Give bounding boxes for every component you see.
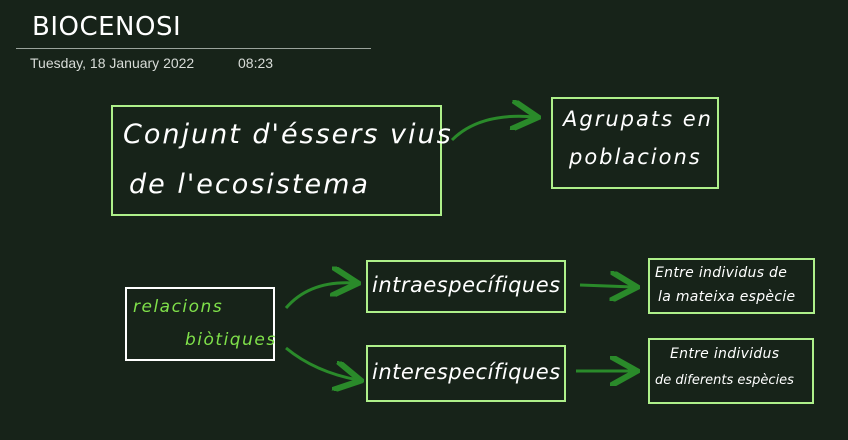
arrow-main-to-groups xyxy=(450,116,535,142)
page-date: Tuesday, 18 January 2022 xyxy=(30,55,195,71)
intraspecific-box: intraespecífiques xyxy=(366,260,566,313)
interspecific-description-line1: Entre individus xyxy=(670,346,780,362)
relations-box: relacions biòtiques xyxy=(125,287,275,361)
title-divider xyxy=(16,48,371,49)
groups-line1: Agrupats en xyxy=(563,107,713,131)
page-time: 08:23 xyxy=(238,55,274,71)
groups-box: Agrupats en poblacions xyxy=(551,97,719,189)
main-definition-box: Conjunt d'éssers vius de l'ecosistema xyxy=(111,105,451,216)
interspecific-description-line2: de diferents espècies xyxy=(655,373,794,388)
intraspecific-description-line1: Entre individus de xyxy=(655,265,788,281)
page-title: BIOCENOSI xyxy=(32,12,182,42)
main-definition-line1: Conjunt d'éssers vius xyxy=(123,119,453,150)
interspecific-description-box: Entre individus de diferents espècies xyxy=(648,338,814,404)
interspecific-box: interespecífiques xyxy=(366,345,566,402)
relations-line1: relacions xyxy=(133,297,224,317)
arrow-relations-to-intra xyxy=(284,283,355,309)
intraspecific-label: intraespecífiques xyxy=(372,273,561,297)
groups-line2: poblacions xyxy=(569,145,702,169)
arrow-intra-to-desc xyxy=(579,285,634,287)
interspecific-label: interespecífiques xyxy=(372,360,561,384)
intraspecific-description-line2: la mateixa espècie xyxy=(658,289,796,305)
relations-line2: biòtiques xyxy=(185,330,277,350)
main-definition-line2: de l'ecosistema xyxy=(129,169,370,200)
intraspecific-description-box: Entre individus de la mateixa espècie xyxy=(648,258,815,314)
arrow-relations-to-inter xyxy=(285,346,358,380)
